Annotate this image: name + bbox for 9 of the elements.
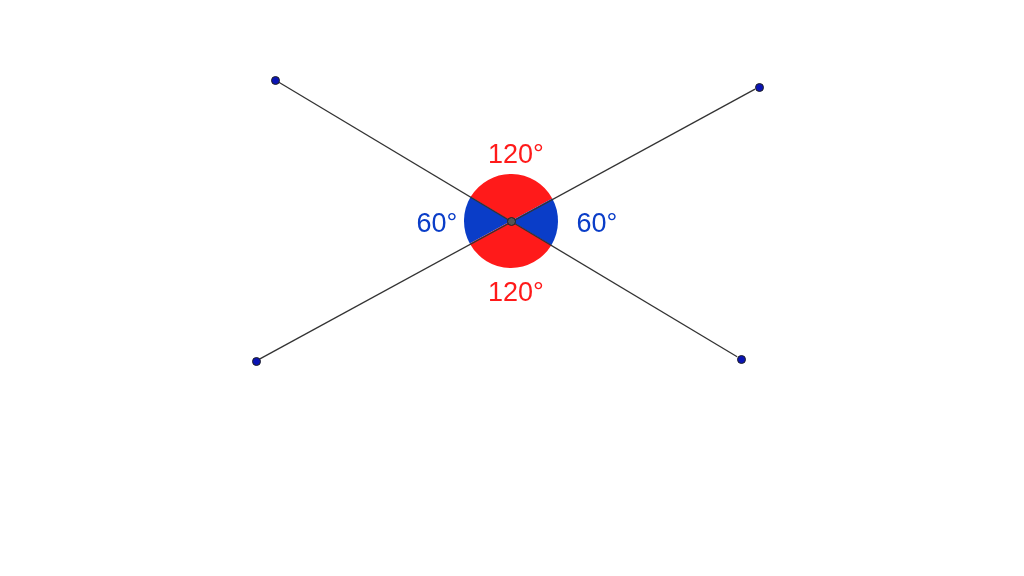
intersection-point <box>506 216 516 226</box>
endpoint <box>251 356 261 366</box>
angle-label: 60° <box>416 208 458 238</box>
angle-label: 120° <box>488 277 544 307</box>
endpoint <box>736 354 746 364</box>
endpoint <box>754 82 764 92</box>
angle-label: 120° <box>488 139 544 169</box>
angle-label: 60° <box>576 208 618 238</box>
endpoint <box>270 75 280 85</box>
